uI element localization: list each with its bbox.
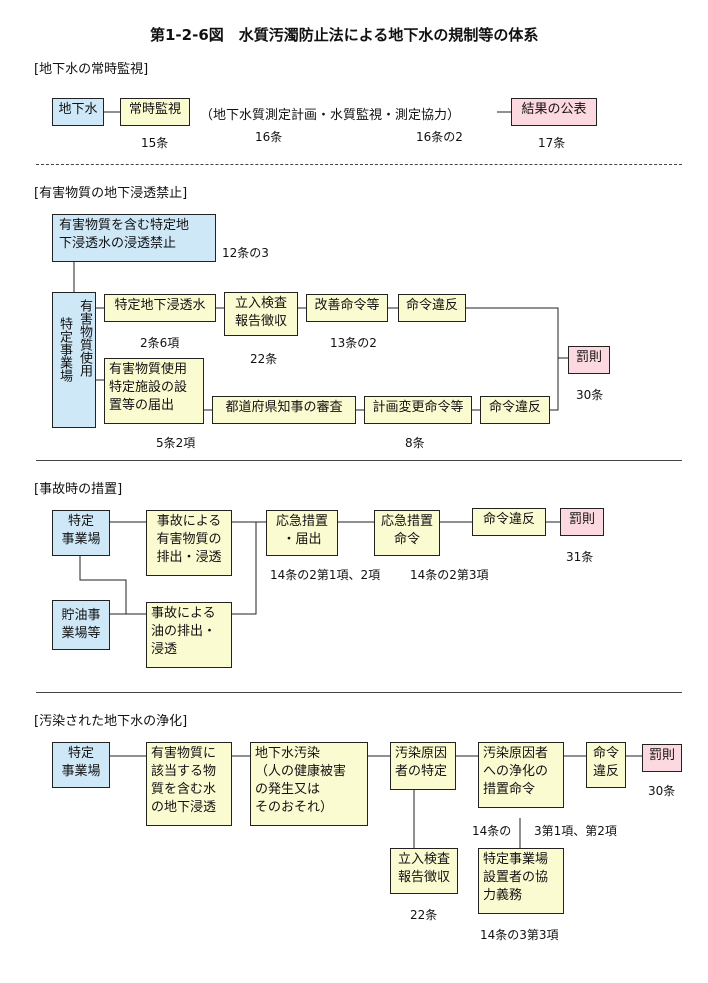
hazardous-facility-box: 有害物質使用 特定事業場 (52, 292, 96, 428)
publish-box: 結果の公表 (511, 98, 597, 126)
seepage-box: 有害物質に 該当する物 質を含む水 の地下浸透 (146, 742, 232, 826)
seepage-ban-box: 有害物質を含む特定地 下浸透水の浸透禁止 (52, 214, 216, 262)
divider (36, 692, 682, 693)
facility-label-col2: 特定事業場 (57, 317, 72, 382)
governor-review-box: 都道府県知事の審査 (212, 396, 356, 424)
accident-hazardous-box: 事故による 有害物質の 排出・浸透 (146, 510, 232, 576)
groundwater-box: 地下水 (52, 98, 104, 126)
cooperation-duty-box: 特定事業場 設置者の協 力義務 (478, 848, 564, 914)
identify-polluter-box: 汚染原因 者の特定 (390, 742, 456, 790)
article-30: 30条 (576, 388, 604, 402)
divider (36, 164, 682, 165)
article-16-2: 16条の2 (416, 130, 463, 144)
inspection-box: 立入検査 報告徴収 (224, 292, 298, 336)
emergency-measures-box: 応急措置 ・届出 (266, 510, 338, 556)
oil-facility-box: 貯油事 業場等 (52, 600, 110, 650)
cleanup-order-box: 汚染原因者 への浄化の 措置命令 (478, 742, 564, 808)
article-15: 15条 (141, 136, 169, 150)
article-30: 30条 (648, 784, 676, 798)
accident-oil-box: 事故による 油の排出・ 浸透 (146, 602, 232, 668)
cleanup-facility-box: 特定 事業場 (52, 742, 110, 788)
order-violation-box-1: 命令違反 (398, 294, 466, 322)
specific-facility-box: 特定 事業場 (52, 510, 110, 556)
cleanup-violation-box: 命令 違反 (586, 742, 626, 788)
article-14-3-part1: 14条の (472, 824, 512, 838)
groundwater-pollution-box: 地下水汚染 （人の健康被害 の発生又は そのおそれ） (250, 742, 368, 826)
order-violation-box-2: 命令違反 (480, 396, 550, 424)
article-13-2: 13条の2 (330, 336, 377, 350)
section-heading-accident: [事故時の措置] (34, 482, 123, 497)
divider (36, 460, 682, 461)
monitoring-box: 常時監視 (120, 98, 190, 126)
cleanup-inspection-box: 立入検査 報告徴収 (390, 848, 458, 894)
article-31: 31条 (566, 550, 594, 564)
article-8: 8条 (405, 436, 425, 450)
plan-change-order-box: 計画変更命令等 (364, 396, 472, 424)
cleanup-penalty-box: 罰則 (642, 744, 682, 772)
specific-water-box: 特定地下浸透水 (104, 294, 216, 322)
article-14-3-3: 14条の3第3項 (480, 928, 559, 942)
section-heading-seepage-ban: [有害物質の地下浸透禁止] (34, 186, 188, 201)
section-heading-cleanup: [汚染された地下水の浄化] (34, 714, 188, 729)
article-14-2-3: 14条の2第3項 (410, 568, 489, 582)
article-16: 16条 (255, 130, 283, 144)
article-17: 17条 (538, 136, 566, 150)
facility-label-col1: 有害物質使用 (77, 299, 92, 377)
monitoring-detail: （地下水質測定計画・水質監視・測定協力） (200, 108, 461, 123)
article-14-3-part2: 3第1項、第2項 (534, 824, 617, 838)
article-5-2: 5条2項 (156, 436, 196, 450)
emergency-order-box: 応急措置 命令 (374, 510, 440, 556)
notification-box: 有害物質使用 特定施設の設 置等の届出 (104, 358, 204, 424)
article-14-2-1-2: 14条の2第1項、2項 (270, 568, 381, 582)
article-2-6: 2条6項 (140, 336, 180, 350)
article-12-3: 12条の3 (222, 246, 269, 260)
accident-violation-box: 命令違反 (472, 508, 546, 536)
section-heading-monitoring: [地下水の常時監視] (34, 62, 149, 77)
article-22: 22条 (410, 908, 438, 922)
penalty-box: 罰則 (568, 346, 610, 374)
page-title: 第1-2-6図 水質汚濁防止法による地下水の規制等の体系 (150, 26, 539, 44)
accident-penalty-box: 罰則 (560, 508, 604, 536)
article-22: 22条 (250, 352, 278, 366)
improvement-order-box: 改善命令等 (306, 294, 388, 322)
